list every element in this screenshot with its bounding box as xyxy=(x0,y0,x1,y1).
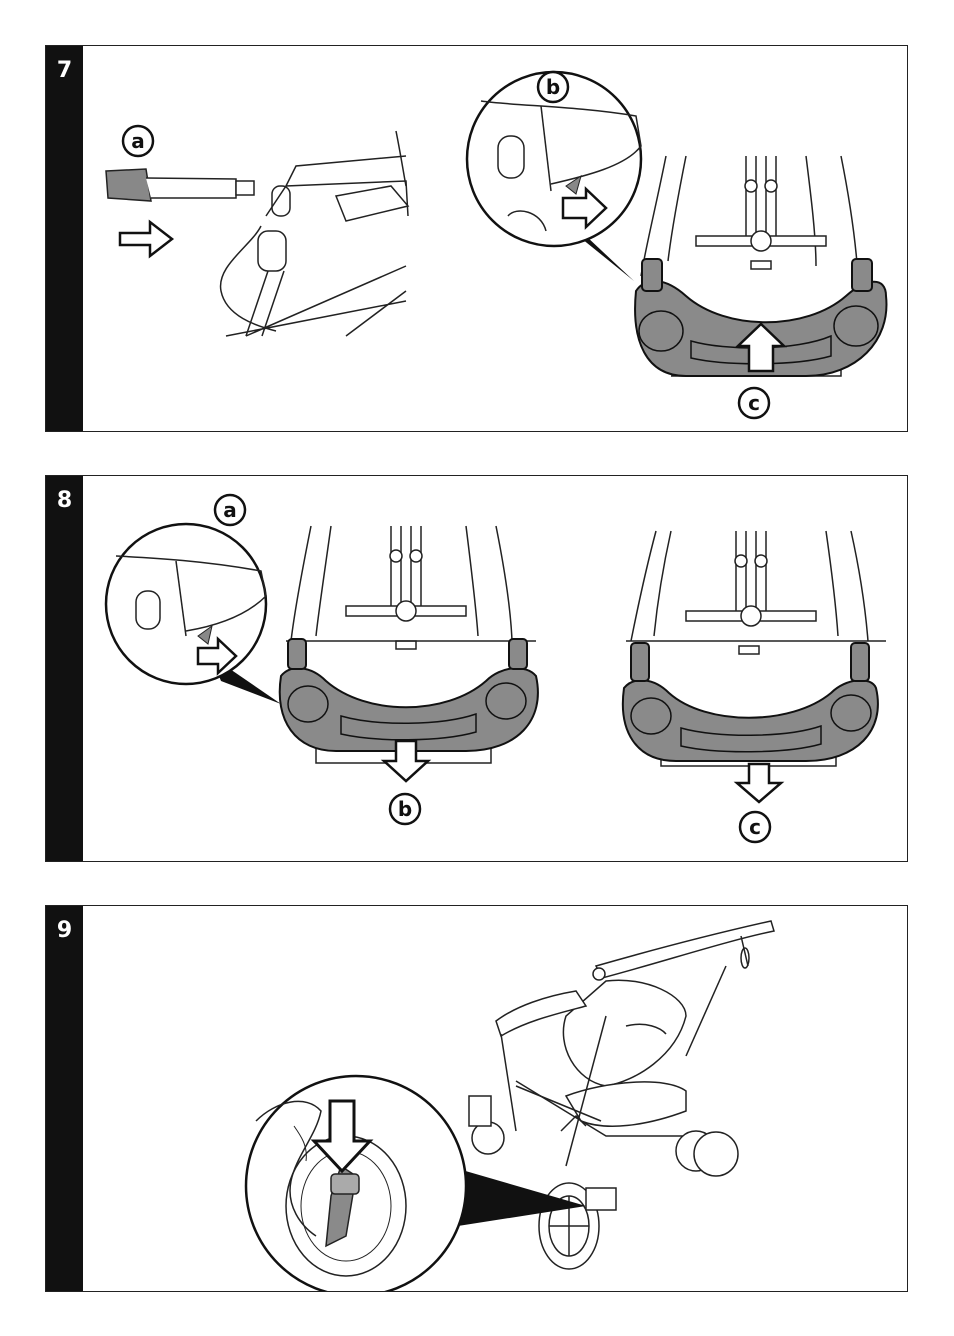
callout-c-label: c xyxy=(748,391,760,415)
zoom-detail-b xyxy=(467,72,641,281)
step-8-panel: 8 a xyxy=(45,475,908,862)
callout-b: b xyxy=(390,794,420,824)
step-8-illustration: a b xyxy=(46,476,908,862)
callout-b-label: b xyxy=(546,75,560,99)
step-9-illustration xyxy=(46,906,908,1292)
callout-c-label: c xyxy=(749,815,761,839)
bumper-bar-shape-right xyxy=(623,643,878,761)
down-arrow-icon xyxy=(737,764,781,802)
bumper-bar-shape-left xyxy=(280,639,538,751)
stroller-drawing xyxy=(469,921,774,1176)
callout-a-label: a xyxy=(131,129,145,153)
callout-a-label: a xyxy=(223,498,237,522)
step-7-panel: 7 a xyxy=(45,45,908,432)
step-7-illustration: a xyxy=(46,46,908,432)
callout-a: a xyxy=(215,495,245,525)
callout-b-label: b xyxy=(398,797,412,821)
callout-c: c xyxy=(739,388,769,418)
zoom-detail-a xyxy=(106,524,281,704)
callout-a: a xyxy=(123,126,153,156)
callout-c: c xyxy=(740,812,770,842)
zoom-detail-brake xyxy=(246,1076,466,1292)
step-9-panel: 9 xyxy=(45,905,908,1292)
right-arrow-icon xyxy=(120,222,172,256)
callout-b: b xyxy=(538,72,568,102)
